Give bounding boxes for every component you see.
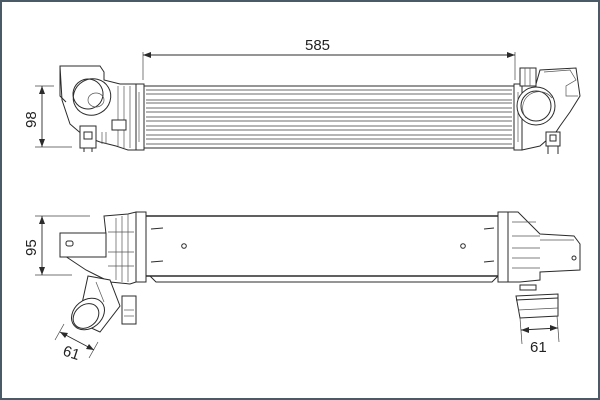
right-pipe-label: 61 <box>530 339 547 356</box>
top-left-tank <box>59 65 137 152</box>
top-core <box>135 83 523 151</box>
top-height-label: 98 <box>23 111 40 128</box>
bottom-right-tank <box>507 211 581 319</box>
dimension-top-height: 98 <box>23 85 72 148</box>
bottom-core <box>135 211 509 283</box>
dimension-bottom-height: 95 <box>23 215 90 276</box>
bottom-height-label: 95 <box>23 239 40 256</box>
dimension-left-pipe: 61 <box>54 323 99 364</box>
top-right-tank <box>516 67 581 154</box>
dimension-length: 585 <box>142 37 516 80</box>
length-label: 585 <box>305 37 330 54</box>
bottom-view <box>59 211 581 333</box>
bottom-left-tank <box>59 211 137 333</box>
left-pipe-label: 61 <box>61 343 82 364</box>
top-view <box>59 65 581 154</box>
dimension-right-pipe: 61 <box>519 315 560 356</box>
